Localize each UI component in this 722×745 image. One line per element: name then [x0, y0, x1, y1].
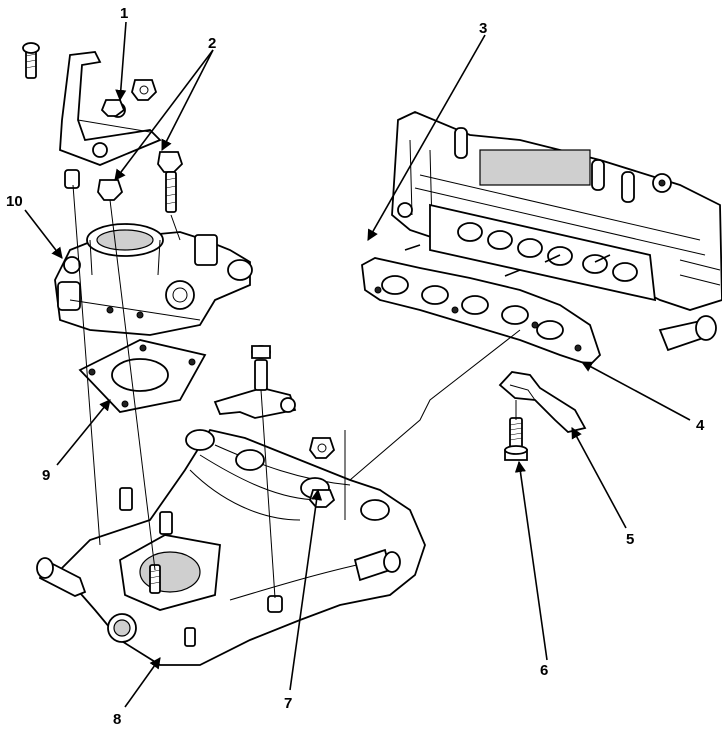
- cylinder-head: [391, 111, 722, 352]
- callout-9: 9: [42, 467, 50, 484]
- intake-ports: [457, 222, 638, 282]
- callout-4: 4: [696, 417, 705, 434]
- callout-labels: 1 2 3 4 5 6 7 8 9 10: [6, 5, 705, 728]
- intake-manifold: [36, 428, 426, 666]
- assembly-guide-lines: [72, 184, 521, 599]
- callout-3: 3: [479, 20, 487, 37]
- callout-leaders: [24, 21, 691, 708]
- callout-5: 5: [626, 531, 634, 548]
- callout-10: 10: [6, 193, 23, 210]
- callout-6: 6: [540, 662, 548, 679]
- callout-7: 7: [284, 695, 292, 712]
- throttle-body-gasket: [78, 339, 207, 413]
- callout-1: 1: [120, 5, 128, 22]
- manifold-bracket: [498, 371, 587, 433]
- studs: [64, 169, 177, 213]
- mounting-nuts: [97, 79, 184, 201]
- intake-manifold-gasket: [361, 257, 602, 367]
- bracket-bolt: [504, 417, 528, 461]
- bracket-bolt-left: [22, 42, 40, 79]
- sensor-bracket: [213, 345, 297, 419]
- callout-2: 2: [208, 35, 216, 52]
- callout-8: 8: [113, 711, 121, 728]
- throttle-body: [54, 223, 253, 336]
